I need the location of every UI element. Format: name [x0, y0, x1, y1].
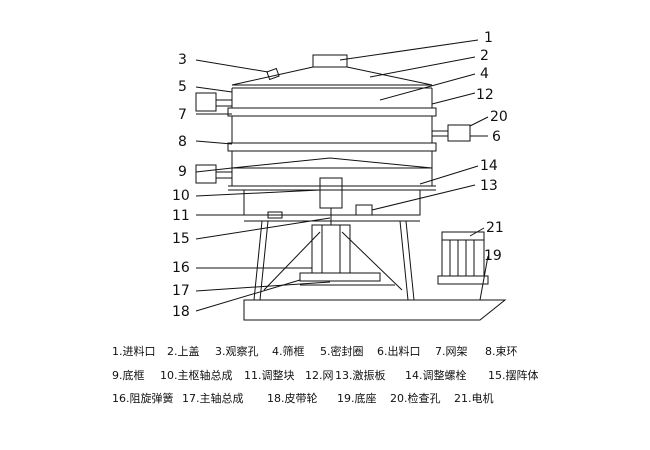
- legend-item: 11.调整块: [244, 369, 295, 382]
- legend-item: 21.电机: [454, 392, 494, 405]
- legend-item: 10.主枢轴总成: [160, 369, 233, 382]
- legend-item: 19.底座: [337, 392, 377, 405]
- legend-item: 16.阻旋弹簧: [112, 392, 174, 405]
- legend-item: 13.激振板: [335, 369, 386, 382]
- legend-item: 2.上盖: [167, 345, 200, 358]
- legend-item: 9.底框: [112, 369, 145, 382]
- callout-17: 17: [172, 283, 190, 299]
- callout-20: 20: [490, 109, 508, 125]
- legend-item: 17.主轴总成: [182, 392, 244, 405]
- callout-8: 8: [178, 134, 187, 150]
- callout-15: 15: [172, 231, 190, 247]
- callout-5: 5: [178, 79, 187, 95]
- middle-frame: [227, 116, 437, 168]
- callout-21: 21: [486, 220, 504, 236]
- machine-drawing: 1 2 3 4 5 7 12 20 6 8 9 14 13 10 11 15 2…: [172, 30, 508, 321]
- callout-12: 12: [476, 87, 494, 103]
- spindle-assembly: [319, 177, 343, 225]
- callout-13: 13: [480, 178, 498, 194]
- callout-18: 18: [172, 304, 190, 320]
- callout-labels: 1 2 3 4 5 7 12 20 6 8 9 14 13 10 11 15 2…: [172, 30, 508, 320]
- upper-sieve-frame: [227, 88, 437, 117]
- callout-16: 16: [172, 260, 190, 276]
- legend-item: 1.进料口: [112, 345, 156, 358]
- callout-11: 11: [172, 208, 190, 224]
- callout-9: 9: [178, 164, 187, 180]
- bottom-frame: [228, 157, 436, 191]
- main-shaft-housing: [311, 224, 351, 274]
- legend-item: 18.皮带轮: [267, 392, 318, 405]
- base-plate: [243, 299, 507, 321]
- legend-item: 6.出料口: [377, 345, 421, 358]
- top-cover: [231, 66, 433, 89]
- callout-2: 2: [480, 48, 489, 64]
- callout-1: 1: [484, 30, 493, 46]
- leader-lines: [195, 39, 489, 312]
- legend-item: 15.摆阵体: [488, 369, 539, 382]
- legend-item: 3.观察孔: [215, 345, 259, 358]
- inlet-pipe: [312, 54, 348, 68]
- callout-14: 14: [480, 158, 498, 174]
- motor: [437, 231, 489, 285]
- legend-item: 12.网: [305, 369, 334, 382]
- legend-item: 20.检查孔: [390, 392, 441, 405]
- callout-7: 7: [178, 107, 187, 123]
- legend-item: 8.束环: [485, 345, 518, 358]
- callout-10: 10: [172, 188, 190, 204]
- callout-4: 4: [480, 66, 489, 82]
- callout-19: 19: [484, 248, 502, 264]
- base-legs: [253, 220, 415, 301]
- outlet-spouts-left: [195, 92, 232, 184]
- outlet-spout-right: [432, 124, 471, 142]
- legend-item: 5.密封圈: [320, 345, 364, 358]
- pulley: [299, 272, 395, 286]
- callout-6: 6: [492, 129, 501, 145]
- vibration-tray: [243, 190, 421, 222]
- legend-item: 7.网架: [435, 345, 468, 358]
- legend-item: 14.调整螺栓: [405, 369, 467, 382]
- callout-3: 3: [178, 52, 187, 68]
- legend-item: 4.筛框: [272, 345, 305, 358]
- observation-port: [266, 67, 280, 81]
